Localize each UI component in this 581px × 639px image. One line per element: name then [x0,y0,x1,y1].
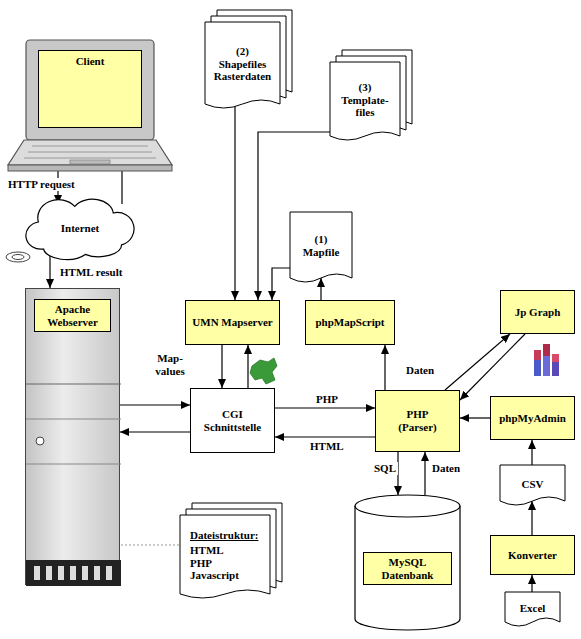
node-label: MySQL Datenbank [363,552,452,585]
page-outline [330,62,400,140]
node-label: Jp Graph [515,306,561,319]
node-label: UMN Mapserver [192,316,272,329]
case-seam [26,419,121,420]
arrow-connector [272,268,290,300]
arrow-connector [120,431,190,432]
grille-slot [106,566,112,580]
server-outline [26,289,121,586]
node-label: CGI Schnittstelle [196,408,269,433]
map-icon [250,358,277,384]
arrow-connector [384,345,385,390]
file-stack: (3)Template-files [330,62,400,142]
node-label: Internet [61,222,100,235]
process-box: phpMyAdmin [490,396,575,440]
grille-slot [70,566,76,580]
node-label: CSV [521,478,543,491]
bar-chart-icon [534,344,559,376]
grille-slot [34,566,40,580]
cloud-outline [26,199,134,259]
arrow-connector [120,404,190,405]
process-box: Jp Graph [500,290,575,334]
edge-label: PHP [314,393,340,406]
edge-label: Daten [404,364,436,377]
annotation-label: Map-values [146,352,194,377]
node-label: Konverter [508,549,557,562]
file-document: Excel [505,592,560,628]
node-label: PHP (Parser) [392,408,444,433]
node-label: Template-files [336,94,394,119]
grille-slot [94,566,100,580]
edge-label: HTML [308,440,346,453]
edge-label: Daten [430,462,462,475]
process-box: UMN Mapserver [185,300,280,345]
grille-slot [46,566,52,580]
node-label: HTML PHP Javascript [190,544,262,582]
cylinder-rim [355,506,460,517]
edge-label: SQL [372,462,398,475]
callout-number: (1) [315,233,328,246]
process-box: Konverter [490,535,575,575]
base-grille [26,560,121,586]
file-stack: (2)Shapefiles Rasterdaten [205,22,280,110]
satellite-dish-icon [6,252,30,262]
laptop-drawing [8,40,172,171]
process-box: phpMapScript [305,300,395,345]
callout-number: (3) [359,81,372,94]
node-label: Excel [520,602,546,615]
file-document: CSV [500,465,565,507]
page-outline [205,22,280,108]
grille-slot [58,566,64,580]
callout-number: (2) [236,45,249,58]
grille-slot [82,566,88,580]
interface-box: CGI Schnittstelle [190,388,275,453]
arrow-connector [424,452,425,495]
node-label: Shapefiles Rasterdaten [211,58,274,83]
case-seam [26,464,121,465]
arrow-connector [275,407,375,408]
client-screen: Client [38,50,142,128]
arrow-connector [247,345,248,388]
arrow-connector [320,278,321,300]
leader-line [121,545,179,546]
process-box: PHP (Parser) [375,390,460,452]
arrow-connector [460,417,490,418]
database-cylinder: MySQL Datenbank [355,495,460,630]
arrow-connector [234,104,235,300]
node-label: phpMapScript [315,316,384,329]
file-stack: Dateistruktur: HTML PHP Javascript [180,515,270,600]
arrow-connector [531,575,532,592]
page-outline [180,515,270,598]
node-label: phpMyAdmin [499,412,566,425]
internet-cloud: Internet [28,198,132,258]
node-label: Dateistruktur: [190,529,258,542]
arrow-connector [49,252,50,288]
page-outline [290,212,352,282]
webserver-tower: Apache Webserver [25,288,120,585]
arrow-connector [460,334,525,400]
page-outline [505,592,560,626]
node-label: Mapfile [303,246,340,259]
page-outline [500,465,565,505]
edge-label: HTTP request [6,178,77,191]
arrow-connector [531,501,532,535]
node-label: Apache Webserver [34,299,111,332]
node-label: Client [76,55,105,68]
file-document: (1)Mapfile [290,212,352,284]
arrow-connector [531,440,532,465]
arrow-connector [221,345,222,388]
power-button [36,437,44,445]
case-seam [26,384,121,385]
cylinder-outline [355,495,460,630]
arrow-connector [275,436,375,437]
annotation-label: HTML result [58,266,124,279]
